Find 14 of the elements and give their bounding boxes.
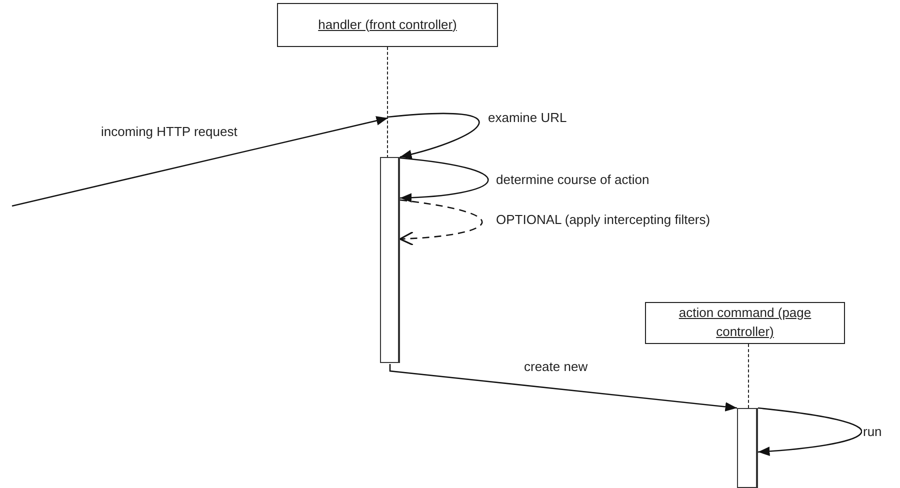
message-label: incoming HTTP request: [100, 124, 238, 139]
self-message-arrow: [758, 407, 862, 456]
activation-bar: [380, 157, 400, 363]
object-box: handler (front controller): [277, 3, 498, 47]
message-arrow: [389, 364, 738, 412]
message-arrow: [388, 112, 480, 159]
message-label: determine course of action: [495, 172, 650, 187]
self-message-arrow: [399, 199, 482, 246]
message-label: examine URL: [487, 110, 568, 125]
message-label: OPTIONAL (apply intercepting filters): [495, 212, 712, 227]
self-message-arrow: [400, 157, 488, 202]
activation-bar: [737, 408, 758, 488]
object-box: action command (page controller): [645, 302, 845, 344]
message-arrow: [12, 116, 388, 207]
